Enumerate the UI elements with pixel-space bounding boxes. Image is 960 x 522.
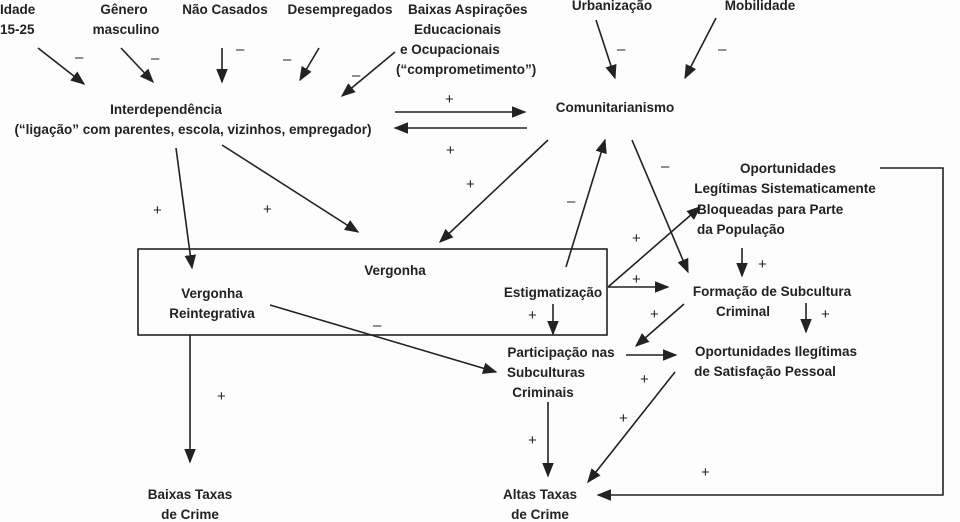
plus-sign: +	[466, 176, 475, 193]
node-genero: Gênero masculino	[93, 2, 160, 37]
node-desempregados: Desempregados	[287, 2, 392, 17]
node-label: Vergonha	[181, 286, 243, 301]
minus-sign: –	[236, 41, 245, 58]
plus-sign: +	[528, 432, 537, 449]
arrow	[340, 51, 396, 97]
minus-sign: –	[617, 41, 626, 58]
minus-sign: –	[567, 193, 576, 210]
node-interdependencia: Interdependência (“ligação” com parentes…	[14, 102, 371, 137]
node-baixas-taxas: Baixas Taxas de Crime	[148, 487, 233, 522]
node-oportunidades-ilegitimas: Oportunidades Ilegítimas de Satisfação P…	[694, 344, 857, 379]
node-label: Oportunidades	[740, 161, 836, 176]
plus-sign: +	[446, 142, 455, 159]
node-label: Reintegrativa	[169, 306, 255, 321]
node-label: Formação de Subcultura	[693, 284, 852, 299]
plus-sign: +	[619, 410, 628, 427]
node-label: 15-25	[0, 22, 35, 37]
signs: – – – – – + + – – + + + – – + + + + + + …	[75, 41, 830, 481]
node-label: (“ligação” com parentes, escola, vizinho…	[14, 122, 371, 137]
arrow	[269, 304, 498, 374]
feedback-arrow	[596, 167, 944, 501]
node-label: de Satisfação Pessoal	[694, 364, 836, 379]
plus-sign: +	[758, 256, 767, 273]
arrow	[120, 47, 154, 84]
arrow	[684, 17, 717, 80]
node-formacao-subcultura: Formação de Subcultura Criminal	[693, 284, 852, 319]
node-label: Baixas Taxas	[148, 487, 233, 502]
node-label: e Ocupacionais	[400, 42, 500, 57]
arrow	[438, 139, 549, 243]
node-nao-casados: Não Casados	[182, 2, 268, 17]
node-label: Subculturas	[507, 365, 585, 380]
plus-sign: +	[445, 91, 454, 108]
arrow	[221, 144, 360, 233]
arrow	[299, 47, 320, 82]
minus-sign: –	[151, 50, 160, 67]
node-oportunidades-bloqueadas: Oportunidades Legítimas Sistematicamente…	[694, 161, 876, 237]
node-label: Participação nas	[507, 345, 614, 360]
node-label: Altas Taxas	[503, 487, 577, 502]
arrows	[37, 17, 944, 501]
plus-sign: +	[650, 306, 659, 323]
node-label: Idade	[0, 2, 36, 17]
node-participacao: Participação nas Subculturas Criminais	[507, 345, 615, 400]
plus-sign: +	[640, 371, 649, 388]
node-label: masculino	[93, 22, 160, 37]
plus-sign: +	[821, 306, 830, 323]
minus-sign: –	[373, 317, 382, 334]
node-label: Interdependência	[110, 102, 222, 117]
minus-sign: –	[661, 158, 670, 175]
plus-sign: +	[263, 201, 272, 218]
plus-sign: +	[217, 388, 226, 405]
node-vergonha: Vergonha	[364, 263, 426, 278]
node-label: de Crime	[511, 507, 569, 522]
minus-sign: –	[718, 41, 727, 58]
minus-sign: –	[283, 51, 292, 68]
arrow	[631, 139, 689, 274]
node-label: Baixas Aspirações	[408, 2, 528, 17]
node-altas-taxas: Altas Taxas de Crime	[503, 487, 577, 522]
node-comunitarianismo: Comunitarianismo	[556, 100, 675, 115]
node-label: Oportunidades Ilegítimas	[695, 344, 857, 359]
node-label: de Crime	[161, 507, 219, 522]
minus-sign: –	[352, 67, 361, 84]
node-aspiracoes: Baixas Aspirações Educacionais e Ocupaci…	[396, 2, 536, 77]
arrow	[37, 47, 86, 85]
arrow	[565, 138, 607, 268]
arrow	[634, 303, 685, 347]
node-label: Bloqueadas para Parte	[697, 202, 844, 217]
node-label: Gênero	[100, 2, 147, 17]
node-label: Criminal	[716, 304, 770, 319]
node-idade: Idade 15-25	[0, 2, 36, 37]
plus-sign: +	[632, 271, 641, 288]
node-label: da População	[697, 222, 785, 237]
node-label: Criminais	[512, 385, 574, 400]
minus-sign: –	[75, 49, 84, 66]
plus-sign: +	[528, 307, 537, 324]
plus-sign: +	[701, 464, 710, 481]
arrow	[595, 19, 617, 80]
node-urbanizacao: Urbanização	[572, 0, 652, 13]
node-estigmatizacao: Estigmatização	[504, 285, 602, 300]
arrow	[607, 206, 702, 288]
arrow	[587, 371, 676, 484]
plus-sign: +	[632, 230, 641, 247]
node-vergonha-reintegrativa: Vergonha Reintegrativa	[169, 286, 255, 321]
node-label: (“comprometimento”)	[396, 62, 536, 77]
plus-sign: +	[153, 202, 162, 219]
arrow	[175, 147, 196, 270]
node-mobilidade: Mobilidade	[725, 0, 796, 13]
node-label: Educacionais	[414, 22, 501, 37]
node-label: Legítimas Sistematicamente	[694, 181, 876, 196]
